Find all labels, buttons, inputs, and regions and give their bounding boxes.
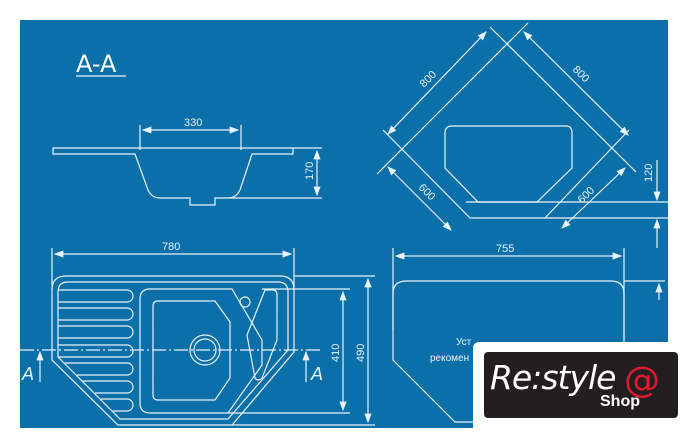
section-title: A-A [76, 50, 117, 78]
section-view: A-A 330 170 [52, 50, 322, 206]
section-mark-right: A [310, 364, 323, 384]
dim-cabinet-left: 600 [416, 182, 437, 203]
cutout-note-line1: Уст [456, 337, 472, 348]
cutout-view: 755 Уст рекомен [392, 243, 665, 423]
dim-overall-depth: 490 [355, 344, 367, 362]
dim-front-offset: 120 [643, 164, 655, 182]
cutout-note-line2: рекомен [430, 353, 469, 364]
drainboard-grooves [58, 289, 134, 412]
dim-bowl-depth: 170 [304, 162, 316, 180]
section-mark-left: A [21, 364, 34, 384]
logo-brand: Re:style [490, 358, 616, 397]
corner-view: 800 800 600 600 120 [376, 22, 668, 248]
dim-corner-right: 800 [570, 64, 591, 85]
restyle-shop-logo: Re:style @ Shop [484, 352, 678, 418]
dim-bowl-inner-depth: 410 [330, 344, 342, 362]
dim-cabinet-right: 600 [576, 185, 597, 206]
logo-shop: Shop [600, 393, 640, 410]
dim-bowl-width: 330 [184, 117, 202, 129]
dim-overall-length: 780 [162, 241, 180, 253]
plan-view: 780 A A 410 490 [20, 241, 375, 426]
dim-cutout-width: 755 [496, 243, 514, 255]
dim-corner-left: 800 [418, 69, 439, 90]
logo-at-cart-icon: @ [624, 360, 660, 401]
